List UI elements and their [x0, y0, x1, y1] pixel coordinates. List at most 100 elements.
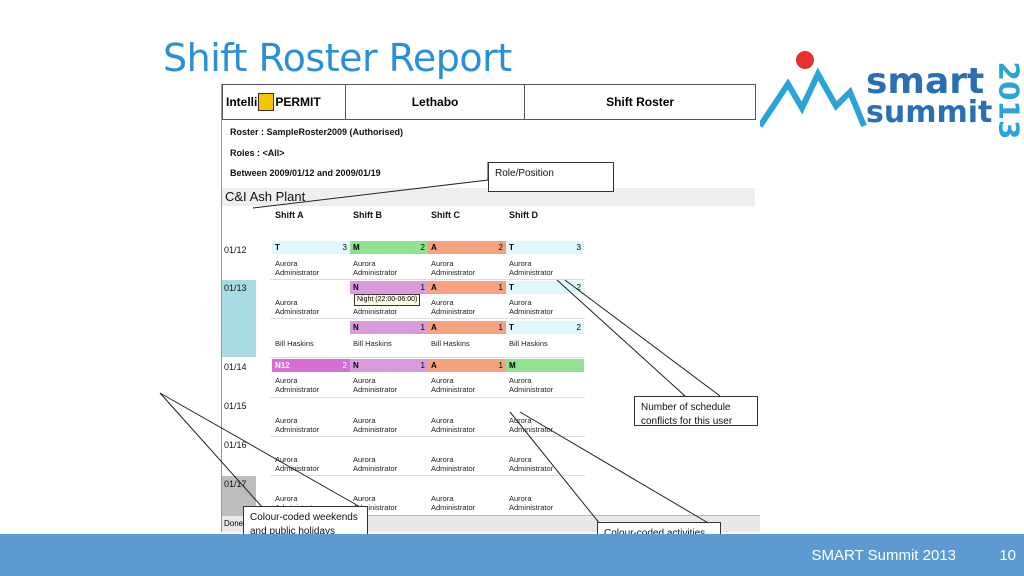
user-role: Administrator: [431, 385, 476, 394]
user-role: Administrator: [431, 464, 476, 473]
assignee: Bill Haskins: [353, 339, 392, 348]
conflict-count: 3: [576, 243, 581, 252]
conflict-count: 2: [420, 243, 425, 252]
assignee: Administrator: [353, 298, 397, 316]
callout-conflicts: Number of schedule conflicts for this us…: [634, 396, 758, 426]
user-name: Aurora: [275, 376, 298, 385]
activity-code: T: [509, 323, 514, 332]
highlight-band: [222, 280, 256, 357]
user-role: Administrator: [431, 268, 476, 277]
user-role: Administrator: [353, 307, 398, 316]
user-name: Aurora: [509, 376, 532, 385]
user-name: Aurora: [431, 376, 454, 385]
activity-bar[interactable]: N12 2: [272, 359, 350, 372]
activity-bar[interactable]: M: [506, 359, 584, 372]
activity-code: A: [431, 243, 437, 252]
mountain-logo-icon: [757, 51, 867, 128]
row-divider: [270, 279, 585, 280]
user-name: Aurora: [275, 455, 298, 464]
activity-code: N12: [275, 361, 290, 370]
day-label: 01/17: [224, 479, 247, 489]
row-divider: [270, 357, 585, 358]
plant-heading: C&I Ash Plant: [222, 188, 755, 206]
activity-code: T: [509, 283, 514, 292]
activity-code: A: [431, 361, 437, 370]
user-name: Aurora: [509, 259, 532, 268]
roles-line: Roles : <All>: [230, 148, 285, 158]
day-label: 01/14: [224, 362, 247, 372]
user-role: Administrator: [509, 503, 554, 512]
user-role: Administrator: [431, 425, 476, 434]
row-divider: [270, 397, 585, 398]
day-label: 01/13: [224, 283, 247, 293]
activity-code: M: [509, 361, 516, 370]
user-name: Aurora: [353, 259, 376, 268]
user-name: Aurora: [431, 259, 454, 268]
row-divider: [270, 436, 585, 437]
conflict-count: 2: [342, 361, 347, 370]
user-role: Administrator: [509, 385, 554, 394]
user-role: Administrator: [353, 425, 398, 434]
user-name: Aurora: [509, 298, 532, 307]
user-role: Administrator: [431, 307, 476, 316]
user-name: Aurora: [431, 455, 454, 464]
activity-code: N: [353, 361, 359, 370]
range-line: Between 2009/01/12 and 2009/01/19: [230, 168, 381, 178]
conflict-count: 3: [342, 243, 347, 252]
column-header: Shift C: [431, 210, 460, 220]
user-name: Aurora: [509, 455, 532, 464]
row-divider: [270, 318, 585, 319]
user-name: Aurora: [353, 494, 376, 503]
callout-role-position: Role/Position: [488, 162, 614, 192]
row-divider: [270, 475, 585, 476]
activity-code: T: [509, 243, 514, 252]
user-role: Administrator: [275, 268, 320, 277]
conflict-count: 1: [420, 283, 425, 292]
user-role: Administrator: [353, 503, 398, 512]
column-header: Shift B: [353, 210, 382, 220]
user-name: Aurora: [275, 494, 298, 503]
assignee: Bill Haskins: [431, 339, 470, 348]
column-header: Shift D: [509, 210, 538, 220]
activity-code: N: [353, 283, 359, 292]
user-role: Administrator: [275, 307, 320, 316]
logo-word-smart: smart: [866, 61, 985, 102]
user-role: Administrator: [353, 385, 398, 394]
conflict-count: 1: [420, 323, 425, 332]
slide-footer-bar: [0, 534, 1024, 576]
user-role: Administrator: [275, 464, 320, 473]
intellipermit-logo: Intelli PERMIT: [223, 85, 346, 119]
shift-tooltip: Night (22:00-06:00): [354, 294, 421, 306]
user-name: Aurora: [275, 416, 298, 425]
user-role: Administrator: [509, 268, 554, 277]
user-role: Administrator: [509, 464, 554, 473]
conflict-count: 1: [498, 283, 503, 292]
